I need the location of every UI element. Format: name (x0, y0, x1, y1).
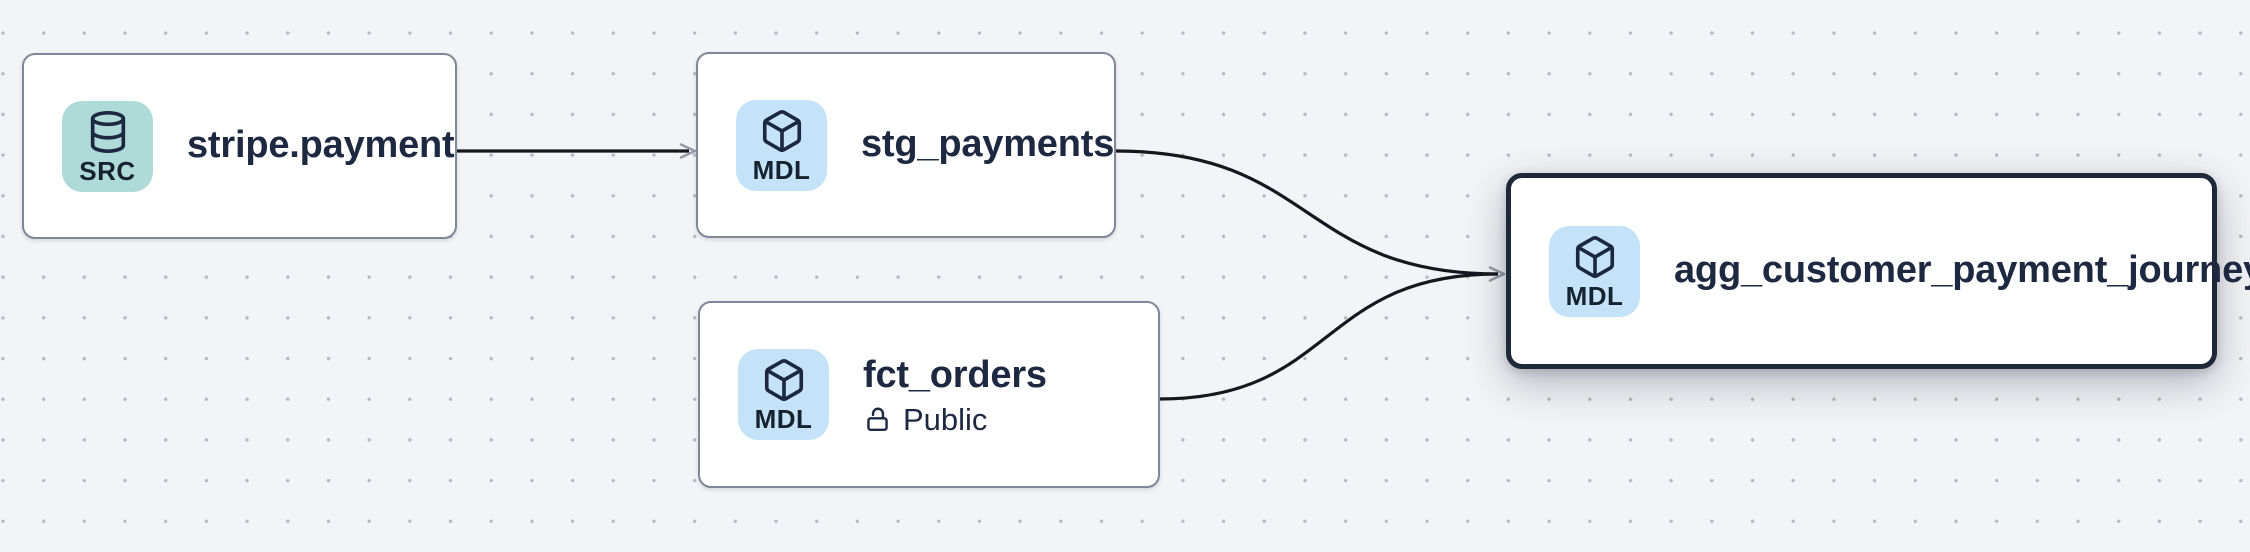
model-type-badge: MDL (736, 99, 827, 191)
node-text: fct_orders Public (863, 354, 1047, 436)
cube-icon (762, 109, 801, 152)
node-stripe-payment[interactable]: SRC stripe.payment (22, 53, 457, 239)
model-type-badge: MDL (738, 349, 829, 440)
cube-icon (764, 359, 803, 401)
node-title: stripe.payment (187, 124, 455, 167)
access-label: Public (903, 402, 988, 438)
access-row: Public (863, 404, 1047, 435)
model-type-badge: MDL (1549, 225, 1640, 317)
node-title: agg_customer_payment_journey (1674, 249, 2250, 292)
edge-fct-to-agg (1159, 272, 1499, 401)
database-icon (90, 110, 125, 153)
node-text: stg_payments (861, 123, 1114, 167)
edge-stg-to-agg (1115, 149, 1499, 276)
node-text: agg_customer_payment_journey (1674, 249, 2250, 293)
source-type-badge: SRC (62, 100, 153, 192)
edge-to-agg-arrowhead (1488, 266, 1506, 282)
badge-label: SRC (79, 155, 136, 186)
lock-open-icon (867, 407, 888, 432)
node-title: fct_orders (863, 353, 1047, 396)
badge-label: MDL (752, 154, 811, 185)
node-text: stripe.payment (187, 124, 455, 168)
node-stg-payments[interactable]: MDL stg_payments (696, 52, 1116, 238)
cube-icon (1575, 235, 1614, 278)
node-title: stg_payments (861, 123, 1115, 166)
badge-label: MDL (1565, 280, 1624, 311)
edge-stripe-to-stg-arrowhead (679, 143, 697, 159)
node-agg-customer-payment-journey[interactable]: MDL agg_customer_payment_journey (1506, 173, 2250, 369)
node-fct-orders[interactable]: MDL fct_orders Public (698, 301, 1160, 488)
badge-label: MDL (754, 404, 813, 434)
